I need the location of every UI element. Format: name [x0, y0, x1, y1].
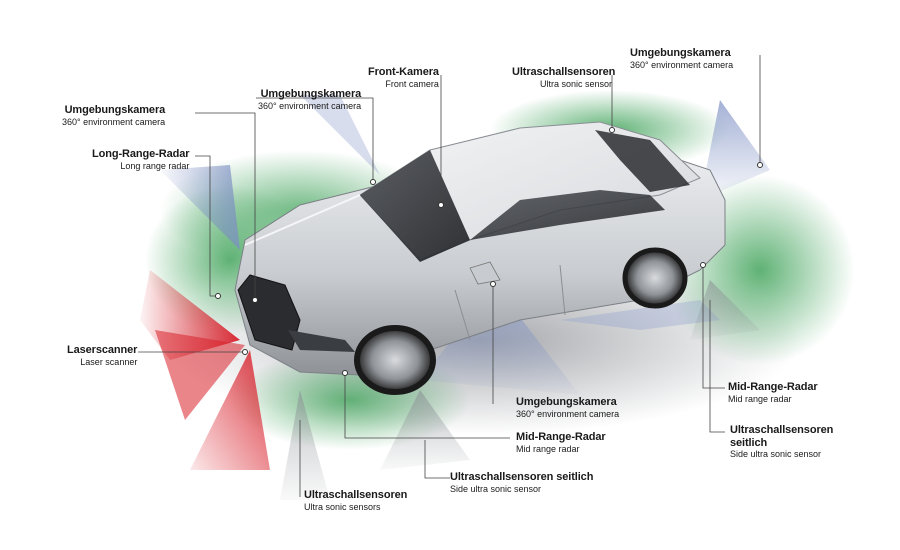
label-ultraschallsensoren-bottom: Ultraschallsensoren Ultra sonic sensors: [304, 489, 407, 512]
label-laserscanner: Laserscanner Laser scanner: [67, 344, 137, 367]
ultrasonic-beam-rear: [690, 280, 760, 340]
label-de: Ultraschallsensoren: [304, 489, 408, 501]
ultrasonic-beam-side: [380, 390, 470, 470]
label-de: Umgebungskamera: [260, 88, 362, 100]
label-en: 360° environment camera: [630, 59, 734, 70]
ultrasonic-beam-front: [280, 390, 330, 500]
camera-cone-side: [560, 300, 720, 330]
label-ultraschallsensoren-seitlich-rear: Ultraschallsensoren seitlich Side ultra …: [730, 424, 833, 460]
label-de: Ultraschallsensoren: [730, 424, 834, 436]
camera-cone-rear: [700, 100, 770, 200]
label-de: Laserscanner: [67, 344, 138, 356]
label-de: Mid-Range-Radar: [516, 431, 606, 443]
label-en: Mid range radar: [516, 443, 580, 454]
label-ultraschallsensoren-top: Ultraschallsensoren Ultra sonic sensor: [512, 66, 615, 89]
label-en: Mid range radar: [728, 393, 792, 404]
radar-fan-down: [190, 350, 270, 470]
label-en: Ultra sonic sensor: [540, 78, 613, 89]
label-en: Side ultra sonic sensor: [730, 449, 822, 460]
camera-cone-mirror: [420, 285, 580, 395]
label-mid-range-radar-front: Mid-Range-Radar Mid range radar: [516, 431, 606, 454]
label-en: 360° environment camera: [62, 116, 166, 127]
label-de-line2: seitlich: [730, 436, 768, 449]
label-umgebungskamera-left: Umgebungskamera 360° environment camera: [62, 104, 165, 127]
label-de: Umgebungskamera: [516, 396, 617, 408]
label-ultraschallsensoren-seitlich: Ultraschallsensoren seitlich Side ultra …: [450, 471, 593, 494]
label-de: Front-Kamera: [368, 66, 439, 78]
label-en: Ultra sonic sensors: [304, 501, 381, 512]
label-en: Long range radar: [120, 160, 190, 171]
label-de: Ultraschallsensoren seitlich: [450, 471, 594, 483]
label-en: 360° environment camera: [516, 408, 620, 419]
label-long-range-radar: Long-Range-Radar Long range radar: [92, 148, 190, 171]
label-de: Ultraschallsensoren: [512, 66, 616, 78]
label-de: Umgebungskamera: [630, 47, 731, 59]
label-en: Laser scanner: [80, 356, 138, 367]
label-umgebungskamera-rear: Umgebungskamera 360° environment camera: [630, 47, 733, 70]
radar-fan-mid: [155, 330, 245, 420]
label-umgebungskamera-side: Umgebungskamera 360° environment camera: [516, 396, 619, 419]
label-de: Mid-Range-Radar: [728, 381, 818, 393]
label-umgebungskamera-mirror: Umgebungskamera 360° environment camera: [258, 88, 361, 111]
label-en: 360° environment camera: [258, 100, 362, 111]
car: [234, 121, 726, 395]
label-front-kamera: Front-Kamera Front camera: [368, 66, 439, 89]
long-range-cone: [160, 165, 240, 250]
label-de: Umgebungskamera: [64, 104, 166, 116]
sensor-dots: [215, 127, 763, 376]
label-en: Side ultra sonic sensor: [450, 483, 542, 494]
label-en: Front camera: [385, 78, 439, 89]
camera-cone-front: [300, 95, 380, 175]
label-mid-range-radar-rear: Mid-Range-Radar Mid range radar: [728, 381, 818, 404]
label-de: Long-Range-Radar: [92, 148, 190, 160]
leader-lines: [138, 55, 761, 497]
